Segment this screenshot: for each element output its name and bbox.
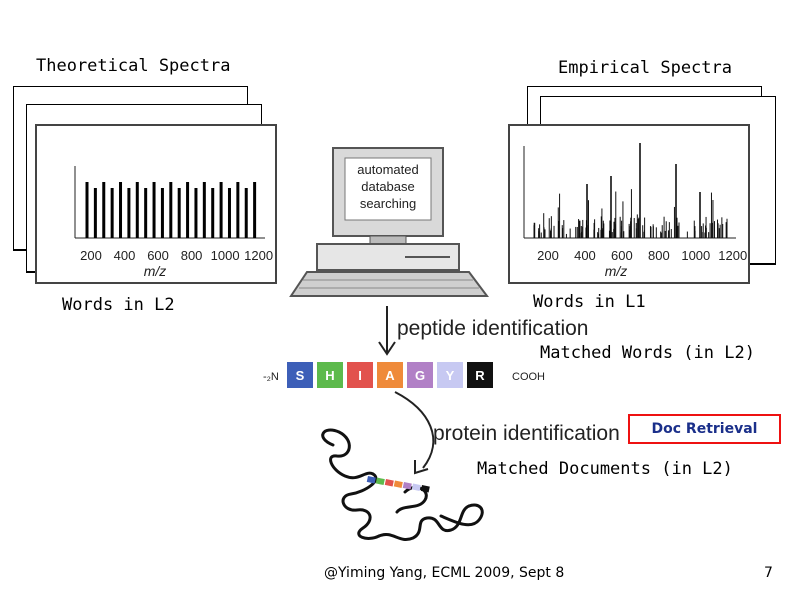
peptide-residue-box [437,362,463,388]
doc-retrieval-box: Doc Retrieval [628,414,781,444]
protein-structure-icon [321,428,484,541]
protein-segment [402,481,412,490]
theoretical-peak [236,182,240,238]
theoretical-tick-label: 800 [181,248,203,263]
theoretical-peak [110,188,114,238]
curved-arrow-icon [394,391,435,475]
peptide-residue-box [347,362,373,388]
theoretical-peak [135,182,139,238]
peptide-residue-box [377,362,403,388]
empirical-spectra-label: Empirical Spectra [558,58,732,78]
empirical-spectrum-panel: 200 400 600 800 1000 1200 m/z [508,124,750,284]
peptide-residue-letter: H [325,368,334,383]
theoretical-peak [169,182,173,238]
theoretical-tick-label: 400 [114,248,136,263]
peptide-residue-letter: A [385,368,395,383]
peptide-n-terminus: -₂N [263,371,279,383]
theoretical-peak [127,188,131,238]
computer-icon: automated database searching [289,147,489,297]
empirical-tick-label: 800 [648,248,670,263]
peptide-residue-letter: G [415,368,425,383]
protein-sequence-highlight [366,476,430,493]
theoretical-spectra-label: Theoretical Spectra [36,56,231,76]
theoretical-tick-label: 600 [147,248,169,263]
empirical-tick-label: 200 [537,248,559,263]
theoretical-peak [253,182,257,238]
theoretical-x-axis-label: m/z [144,263,167,279]
page-number: 7 [764,565,773,581]
theoretical-spectrum-panel: 200 400 600 800 1000 1200 m/z [35,124,277,284]
theoretical-peak [219,182,223,238]
peptide-residue-box [407,362,433,388]
peptide-residue-box [317,362,343,388]
empirical-tick-label: 1000 [681,248,710,263]
matched-documents-label: Matched Documents (in L2) [477,459,733,479]
theoretical-peak [194,188,198,238]
theoretical-peak [211,188,215,238]
theoretical-peak [227,188,231,238]
matched-words-label: Matched Words (in L2) [540,343,755,363]
theoretical-peak [93,188,97,238]
theoretical-spectrum-chart: 200 400 600 800 1000 1200 m/z [74,166,273,279]
peptide-residue-letter: I [358,368,362,383]
screen-line-3: searching [360,196,416,211]
screen-line-1: automated [357,162,418,177]
theoretical-tick-label: 1200 [244,248,273,263]
theoretical-tick-label: 1000 [211,248,240,263]
empirical-x-axis-label: m/z [605,263,628,279]
theoretical-tick-label: 200 [80,248,102,263]
peptide-c-terminus: COOH [512,371,545,383]
empirical-spectrum-chart: 200 400 600 800 1000 1200 m/z [523,143,747,279]
protein-segment [420,485,430,493]
arrow-down-icon [378,306,396,356]
protein-segment [384,479,394,487]
peptide-residue-letter: R [475,368,485,383]
theoretical-peak [119,182,123,238]
theoretical-peak [144,188,148,238]
peptide-residue-letter: Y [446,368,455,383]
words-in-l1-label: Words in L1 [533,292,646,312]
empirical-tick-label: 400 [574,248,596,263]
theoretical-peak [152,182,156,238]
protein-segment [375,477,385,486]
theoretical-peak [202,182,206,238]
empirical-tick-label: 600 [611,248,633,263]
theoretical-peak [186,182,190,238]
theoretical-peak [160,188,164,238]
footer-credit: @Yiming Yang, ECML 2009, Sept 8 [324,565,565,581]
peptide-identification-label: peptide identification [397,317,588,340]
identification-illustration: automated database searching peptide ide… [263,147,620,541]
protein-identification-label: protein identification [433,422,620,445]
empirical-tick-label: 1200 [718,248,747,263]
screen-line-2: database [361,179,415,194]
theoretical-peak [85,182,89,238]
peptide-residue-box [467,362,493,388]
theoretical-peak [177,188,181,238]
protein-segment [366,476,376,484]
protein-segment [393,480,403,489]
theoretical-peak [244,188,248,238]
peptide-residue-box [287,362,313,388]
protein-segment [411,483,421,492]
theoretical-peak [102,182,106,238]
peptide-residue-letter: S [296,368,305,383]
words-in-l2-label: Words in L2 [62,295,175,315]
